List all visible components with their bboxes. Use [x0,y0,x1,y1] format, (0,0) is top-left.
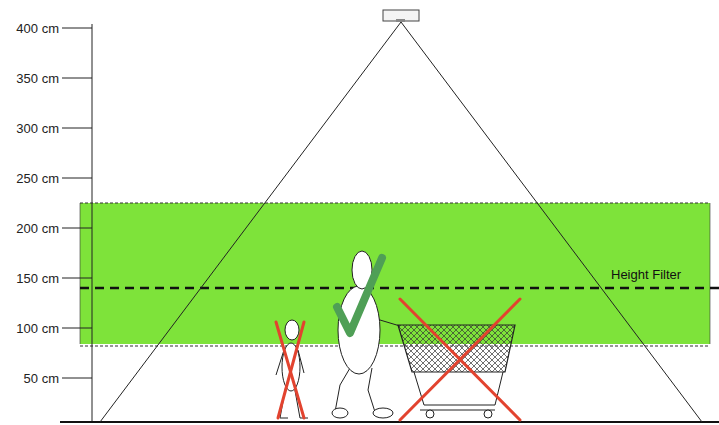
band-bottom-line [80,346,710,347]
axis-label: 300 cm [15,122,60,135]
reject-mark-child [276,322,304,418]
axis-ticks [62,28,92,378]
band-top-line [80,203,710,204]
axis-label: 400 cm [15,22,60,35]
accept-check-mark [337,258,382,333]
detection-band: Height Filter [80,203,710,344]
band-left-edge [80,203,81,344]
height-axis [92,24,93,422]
ceiling-sensor [383,10,419,21]
axis-label: 50 cm [23,372,60,385]
reject-mark-cart [400,299,520,420]
adult-figure [332,251,400,418]
band-label: Height Filter [611,268,681,281]
band-right-edge [710,203,711,344]
axis-label: 350 cm [15,72,60,85]
field-of-view-left [100,22,401,422]
child-figure [276,320,308,418]
floor-line [60,421,719,423]
axis-label: 100 cm [15,322,60,335]
sensor-lens [396,19,405,22]
height-filter-line [80,287,719,290]
axis-label: 150 cm [15,272,60,285]
axis-label: 250 cm [15,172,60,185]
axis-label: 200 cm [15,222,60,235]
